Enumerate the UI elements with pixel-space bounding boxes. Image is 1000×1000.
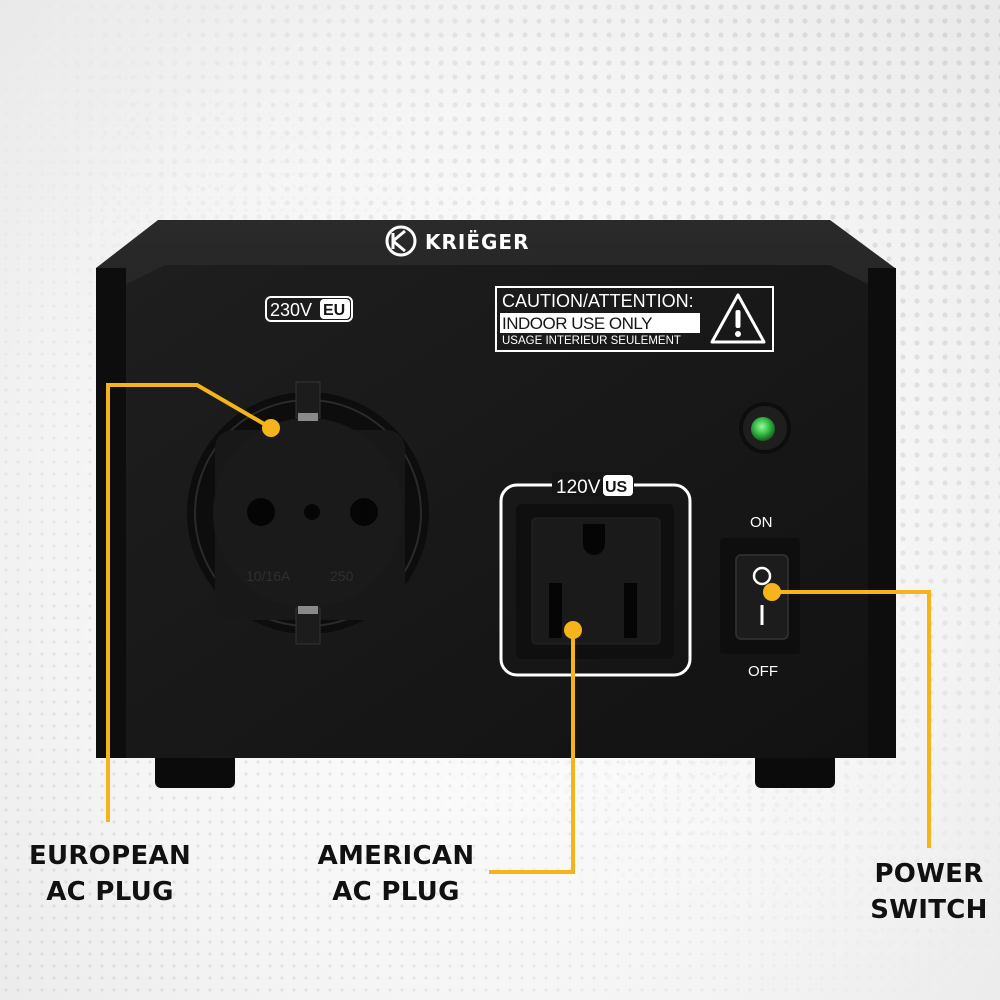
eu-voltage: 230V [270, 300, 312, 320]
eu-voltage-label: 230V EU [265, 296, 353, 322]
eu-pin-hole-left [247, 498, 275, 526]
american-plug-callout: AMERICAN AC PLUG [310, 838, 482, 910]
european-callout-line2: AC PLUG [46, 877, 174, 907]
eu-rating-amps: 10/16A [246, 568, 291, 584]
switch-on-label: ON [750, 514, 773, 531]
caution-title: CAUTION/ATTENTION: [502, 291, 694, 311]
krieger-logo: KRIËGER [385, 225, 529, 257]
american-socket: 120V US [499, 472, 692, 677]
eu-rating-volts: 250 [330, 568, 354, 584]
european-socket: 10/16A 250 [187, 381, 429, 645]
power-callout-line1: POWER [874, 859, 984, 889]
caution-label: CAUTION/ATTENTION: INDOOR USE ONLY USAGE… [495, 286, 774, 352]
european-plug-callout: EUROPEAN AC PLUG [26, 838, 194, 910]
us-region: US [605, 479, 628, 496]
caution-french: USAGE INTERIEUR SEULEMENT [502, 335, 681, 347]
us-ground-hole [583, 524, 605, 555]
callout-leaders [106, 383, 931, 874]
power-callout-line2: SWITCH [870, 895, 988, 925]
warning-triangle-icon [710, 293, 766, 344]
brand-name: KRIËGER [425, 230, 529, 254]
callout-dots [262, 419, 781, 639]
american-callout-line1: AMERICAN [317, 841, 475, 871]
power-indicator-light [739, 402, 791, 454]
power-rocker-switch[interactable] [720, 538, 800, 654]
eu-region: EU [323, 302, 345, 319]
power-switch-callout: POWER SWITCH [862, 856, 996, 928]
eu-pin-hole-right [350, 498, 378, 526]
caution-indoor: INDOOR USE ONLY [502, 314, 652, 333]
european-callout-line1: EUROPEAN [28, 841, 192, 871]
us-voltage: 120V [556, 477, 601, 498]
american-callout-line2: AC PLUG [332, 877, 460, 907]
switch-off-label: OFF [748, 663, 778, 680]
us-slot-left [549, 583, 562, 638]
us-slot-right [624, 583, 637, 638]
